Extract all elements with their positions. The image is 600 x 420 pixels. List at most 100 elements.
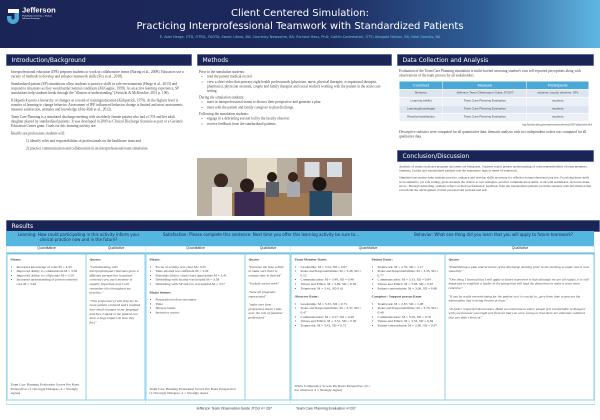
- list-item: Values and Ethics: M = 3.31, SD = 0.59: [301, 319, 365, 323]
- quantitative-header: Quantitative: [290, 247, 446, 254]
- themes-label: Major themes:: [149, 290, 172, 295]
- source-url[interactable]: http://archive.ahrq.gov/news/events/conf…: [522, 123, 592, 127]
- list-item: Leadership: M = 3.33, SD = 0.73: [301, 302, 365, 306]
- list-item: Values and Ethics: M = 3.29, SD = 0.59: [301, 282, 365, 286]
- cell: Team Care Planning Evaluation: [442, 105, 528, 114]
- quote: "To foster respectful discussions. Make …: [448, 306, 586, 320]
- rater-label: Caregiver / Support person Rater: [371, 294, 422, 299]
- quote: "It can be really overwhelming for the p…: [448, 294, 581, 303]
- list-item: Communication: M = 3.33, SD = 0.84: [378, 278, 442, 282]
- satisfaction-qualitative: Quotes "Increase the time a little to ma…: [244, 253, 291, 401]
- title-line-1: Client Centered Simulation:: [231, 6, 369, 19]
- qualitative-header: Qualitative: [445, 247, 595, 254]
- quote: "Collaborating with interprofessional cl…: [89, 264, 139, 295]
- table-row: Learning (skills)Team Care Planning Eval…: [398, 97, 589, 106]
- quote: "Include social work": [248, 281, 280, 286]
- list-item: Teamwork: M = 2.67, SD = 1.08: [378, 302, 442, 306]
- goal-item: 2) practice communication and collaborat…: [26, 146, 149, 151]
- intro-paragraph: Interprofessional education (IPE) prepar…: [11, 70, 184, 79]
- list-item: Communication: M = 3.57, SD = 0.49: [301, 315, 365, 319]
- conclusion-paragraph: Simulated encounters help students pract…: [399, 176, 592, 193]
- list-item: Teamwork: M = 3.41, SD 0.61: [301, 286, 365, 290]
- logo-name: Jefferson: [22, 6, 56, 15]
- prior-label: Prior to the simulation students:: [199, 70, 245, 74]
- list-item: Focus of activity was clear M= 3.55: [156, 265, 242, 269]
- list-item: Time: [156, 302, 242, 306]
- learning-panel: Quantitative Qualitative Means: Increase…: [6, 246, 146, 405]
- methods-body: Prior to the simulation students: read t…: [197, 66, 392, 133]
- list-item: Values and Ethics: M = 3.33, SD = 0.84: [378, 319, 442, 323]
- logo-subtitle: Philadelphia University + Thomas Jeffers…: [22, 14, 52, 20]
- logo-text: Jefferson Philadelphia University + Thom…: [22, 6, 56, 20]
- qualitative-header: Qualitative: [245, 247, 291, 254]
- cell: Jefferson Team Observation Guide JTOG©: [442, 89, 528, 98]
- title-line-2: Practicing Interprofessional Teamwork wi…: [136, 19, 464, 32]
- list-item: Teamwork: M = 3.41, SD = 0.75: [301, 323, 365, 327]
- table-row: Learning(knowledge)Team Care Planning Ev…: [398, 105, 589, 114]
- means-label: Means:: [10, 257, 22, 262]
- satisfaction-panel: Quantitative Qualitative Means: Focus of…: [145, 246, 291, 405]
- cell: Team Care Planning Evaluation: [442, 97, 528, 106]
- during-label: During the simulation students:: [199, 95, 245, 100]
- quote: "have all programs represented": [248, 289, 276, 299]
- jtog-count: Jefferson Team Observation Guide JTOG n=…: [196, 407, 272, 411]
- list-item: engage in a debriefing session led by th…: [207, 117, 390, 122]
- learning-quantitative: Means: Increased knowledge of roles M = …: [6, 253, 87, 401]
- rater-label: Team-Member Rater:: [294, 257, 328, 262]
- satisfaction-quantitative: Means: Focus of activity was clear M= 3.…: [145, 253, 246, 401]
- header: Jefferson Philadelphia University + Thom…: [0, 0, 600, 48]
- jefferson-logo-icon: [7, 9, 19, 24]
- scale-note: JTOG Competency Scores Per Rater Perspec…: [294, 383, 371, 393]
- quantitative-header: Quantitative: [6, 247, 87, 254]
- behavior-panel: Quantitative Qualitative Team-Member Rat…: [290, 246, 595, 405]
- quotes-label: Quotes: [248, 257, 260, 262]
- intro-paragraph: Standardized patient (SP) simulations al…: [11, 82, 180, 95]
- simulation-photo: [197, 158, 352, 216]
- list-item: Values and Ethics: M = 3.28, SD = 0.67: [378, 282, 442, 286]
- cell: Behavior: [398, 89, 444, 98]
- conclusion-heading: Conclusion/Discussion: [397, 150, 594, 162]
- means-label: Means:: [149, 257, 161, 262]
- poster-title: Client Centered Simulation: Practicing I…: [0, 6, 600, 32]
- list-item: Improved ability to collaborate M = 3.59: [17, 273, 83, 277]
- methods-heading: Methods: [197, 54, 392, 66]
- intro-paragraph: Kirkpatrick posits a hierarchy of change…: [11, 98, 183, 112]
- conclusion-body: Analysis of results indicates program ou…: [397, 162, 594, 199]
- rater-label: Observer Rater:: [294, 294, 320, 299]
- list-item: read the patient medical record: [207, 75, 390, 80]
- behavior-qualitative: Quotes "Establishing a plan and structur…: [444, 253, 595, 401]
- list-item: Instructor centric: [156, 310, 242, 314]
- cell: students, faculty observer, SPs: [526, 89, 589, 98]
- behavior-question: Behavior: What one thing did you learn t…: [414, 232, 573, 238]
- tcpe-count: Team Care Planning Evaluation n=207: [296, 407, 356, 411]
- list-item: Roles and Responsibilities: M = 3.37, SD…: [301, 306, 365, 315]
- methods-section: Methods Prior to the simulation students…: [197, 54, 392, 216]
- list-item: meet in interprofessional teams to discu…: [207, 100, 390, 105]
- intro-heading: Introduction/Background: [6, 54, 192, 66]
- column-header: Construct: [398, 81, 444, 90]
- quote: "Increase the time a little to make sure…: [248, 264, 284, 278]
- list-item: Increased understanding of person center…: [17, 278, 83, 287]
- patient-rater: Patient Rater: Teamwork: M = 2.76, SD = …: [372, 258, 442, 328]
- list-item: meet with the patient and family caregiv…: [207, 106, 390, 111]
- column-header: Participants: [526, 81, 589, 90]
- data-collection-section: Data Collection and Analysis Evaluation …: [397, 54, 594, 145]
- intro-body: Interprofessional education (IPE) prepar…: [6, 66, 192, 158]
- cell: Learning (skills): [398, 97, 444, 106]
- list-item: Roles and Responsibilities: M = 3.70, SD…: [378, 306, 442, 315]
- cell: students: [526, 97, 589, 106]
- analysis-text: Descriptive statistics were computed for…: [399, 130, 587, 139]
- list-item: Patient-centeredness: M = 2.90, SD = 0.9…: [378, 323, 442, 327]
- list-item: Debriefing with SP and CG was helpful M …: [156, 282, 242, 286]
- quote: "This [experience] will help me be more …: [89, 298, 141, 325]
- list-item: Preparation before encounter: [156, 298, 242, 302]
- list-item: Communication: M = 3.29, SD = 0.78: [378, 315, 442, 319]
- questions-band: Learning: How could participating in thi…: [6, 231, 594, 246]
- intro-paragraph: Health care professions students will:: [11, 131, 65, 136]
- rater-label: Patient Rater:: [371, 257, 393, 262]
